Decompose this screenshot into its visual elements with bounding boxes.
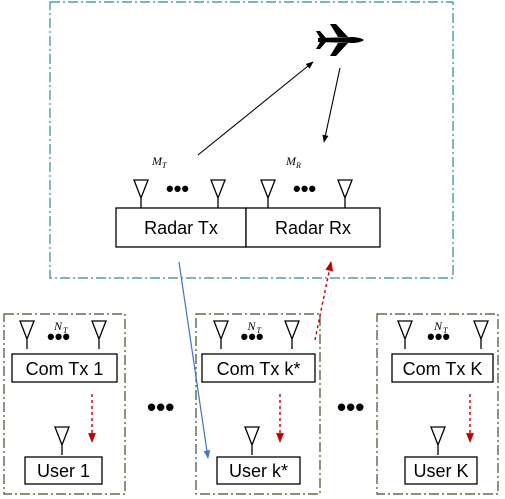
- radar-rx-antenna-ellipsis: •••: [293, 176, 316, 201]
- airplane-icon: [316, 24, 364, 56]
- cell-gap-ellipsis: •••: [147, 392, 174, 422]
- radar-tx-antenna-label: M T: [151, 154, 167, 170]
- radar-rx-label: Radar Rx: [275, 218, 351, 238]
- radar-rx-antenna-icon: [337, 179, 353, 209]
- radar-tx-antenna-icon: [210, 179, 226, 209]
- com-tx-antenna-label-sub: T: [63, 326, 68, 335]
- radar-rx-box: [245, 207, 381, 248]
- user-label: User 1: [37, 461, 90, 481]
- com-tx-box: [201, 353, 316, 383]
- com-tx-antenna-icon: [19, 320, 35, 350]
- user-box: [24, 456, 103, 485]
- radar-region-boundary: [49, 1, 454, 279]
- com-tx-label: Com Tx k*: [217, 359, 301, 379]
- user-antenna-icon: [244, 426, 260, 456]
- radar-tx-antenna-icon: [133, 179, 149, 209]
- com-tx-label: Com Tx K: [403, 359, 483, 379]
- com-tx-antenna-icon: [213, 320, 229, 350]
- user-label: User k*: [229, 461, 288, 481]
- radar-transmit-arrow: [197, 61, 314, 156]
- com-tx-antenna-icon: [91, 320, 107, 350]
- user-antenna-icon: [430, 426, 446, 456]
- com-cell-boundary: [376, 313, 499, 495]
- com-tx-antenna-icon: [397, 320, 413, 350]
- com-tx-antenna-icon: [473, 320, 489, 350]
- com-tx-antenna-ellipsis: •••: [241, 324, 264, 349]
- radar-rx-antenna-icon: [260, 179, 276, 209]
- comtx-to-radar-interference-arrow: [314, 261, 334, 341]
- com-tx-box: [391, 353, 494, 383]
- svg-text:M: M: [285, 154, 297, 168]
- com-tx-antenna-ellipsis: •••: [427, 324, 450, 349]
- radar-echo-arrow: [322, 67, 341, 143]
- svg-text:M: M: [151, 154, 163, 168]
- com-tx-antenna-ellipsis: •••: [47, 324, 70, 349]
- com-tx-antenna-icon: [284, 320, 300, 350]
- cell-gap-ellipsis: •••: [337, 392, 364, 422]
- user-box: [404, 456, 478, 485]
- radar-rx-antenna-label: M R: [285, 154, 301, 170]
- com-tx-antenna-label-sub: T: [257, 326, 262, 335]
- user-box: [216, 456, 301, 485]
- radar-to-user-interference-arrow: [178, 261, 211, 459]
- com-cell-boundary: [3, 313, 126, 495]
- com-tx-antenna-label-sub: T: [443, 326, 448, 335]
- com-tx-label: Com Tx 1: [26, 359, 104, 379]
- svg-text:R: R: [295, 161, 301, 170]
- svg-text:T: T: [162, 161, 167, 170]
- user-antenna-icon: [54, 426, 70, 456]
- user-label: User K: [413, 461, 468, 481]
- com-cell-boundary: [195, 313, 321, 495]
- com-tx-antenna-label: N: [433, 319, 443, 333]
- com-tx-box: [11, 353, 118, 383]
- radar-tx-antenna-ellipsis: •••: [166, 176, 189, 201]
- radar-tx-label: Radar Tx: [144, 218, 218, 238]
- com-tx-antenna-label: N: [247, 319, 257, 333]
- com-tx-antenna-label: N: [53, 319, 63, 333]
- radar-tx-box: [115, 207, 247, 248]
